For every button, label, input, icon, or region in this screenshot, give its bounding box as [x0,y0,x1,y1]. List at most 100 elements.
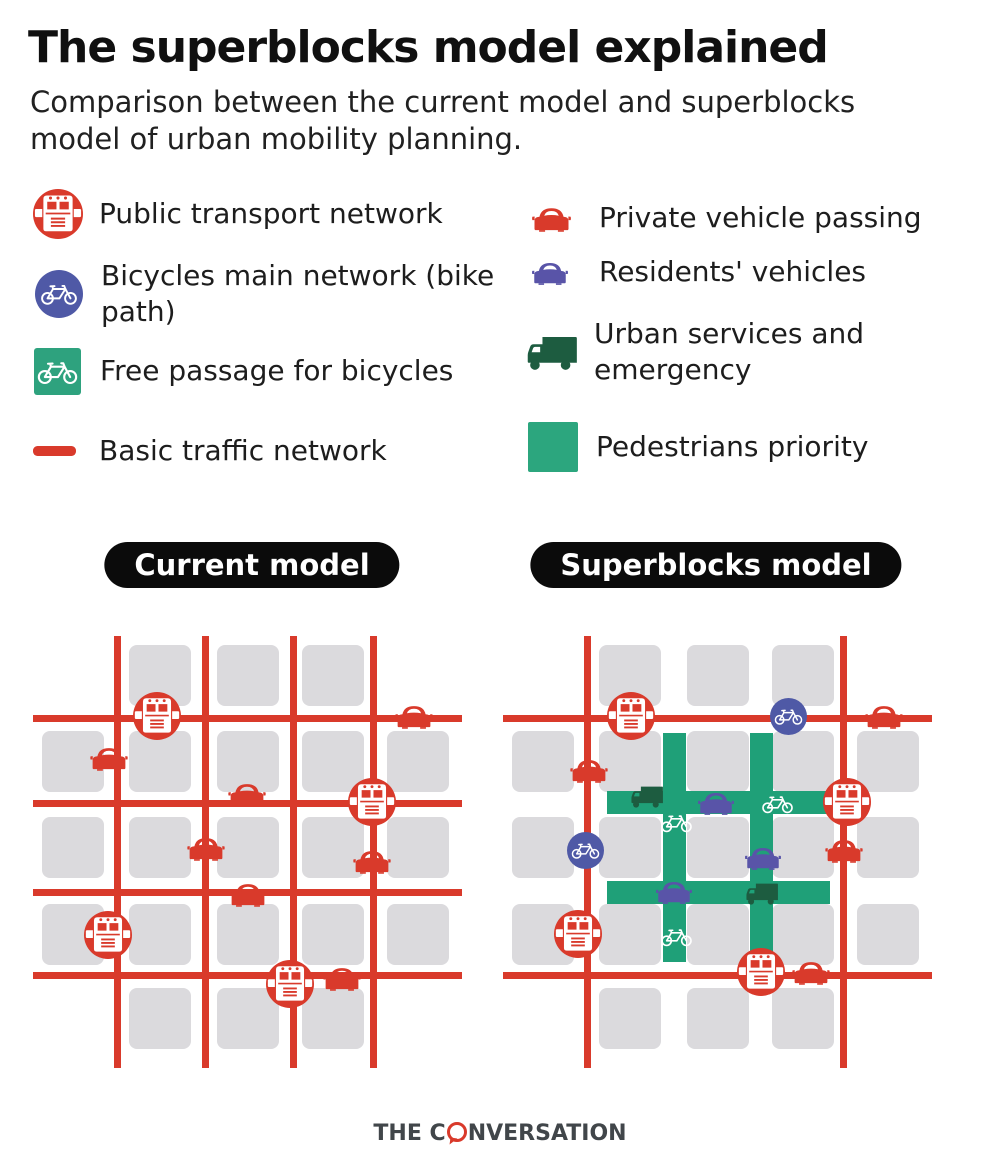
map-car-red [569,757,609,783]
traffic-road [33,971,462,979]
city-block [772,988,834,1049]
legend-label: Public transport network [99,197,443,230]
city-block [129,817,191,878]
legend-item-private-vehicle: Private vehicle passing [531,201,922,234]
car-red-icon [569,757,609,783]
city-block [687,817,749,878]
map-car-blue [655,879,693,904]
city-block [772,731,834,792]
map-bike [661,926,692,947]
traffic-road [503,714,932,722]
map-car-red [864,703,904,729]
traffic-road [33,714,462,722]
legend-label: Private vehicle passing [599,201,922,234]
legend-label: Basic traffic network [99,434,387,467]
map-bike-circle [567,832,604,869]
city-block [687,904,749,965]
map-bus [607,692,655,740]
pedestrian-priority-road [607,880,830,904]
brand-text-prefix: THE C [373,1121,446,1146]
map-bike-circle [770,698,807,735]
city-block [302,817,364,878]
truck-icon [745,881,779,906]
legend-item-pedestrians-priority: Pedestrians priority [528,421,868,473]
bus-icon [554,910,602,958]
city-block [599,731,661,792]
map-bike [661,812,692,833]
car-red-icon [864,703,904,729]
city-block [387,817,449,878]
legend-label: Pedestrians priority [596,430,869,463]
map-car-red [791,959,831,985]
bike-icon [661,812,692,833]
map-car-blue [697,790,735,815]
legend-label: Urban services and emergency [594,317,865,386]
city-block [302,988,364,1049]
car-blue-icon [697,790,735,815]
model-label-superblocks: Superblocks model [530,542,902,588]
legend-item-residents-vehicles: Residents' vehicles [531,255,867,288]
legend-item-bicycles-main-network: Bicycles main network (bike path) [35,258,501,330]
city-block [217,645,279,706]
car-red-icon [824,837,864,863]
map-bus [823,778,871,826]
city-block [302,731,364,792]
city-block [772,817,834,878]
city-block [387,731,449,792]
speech-bubble-icon [446,1122,467,1142]
city-block [302,645,364,706]
city-block [857,817,919,878]
brand-logo: THE C NVERSATION [0,1120,1000,1146]
city-block [687,988,749,1049]
bike-icon [661,926,692,947]
bus-icon [737,948,785,996]
city-block [302,904,364,965]
bus-icon [823,778,871,826]
city-block [387,904,449,965]
map-car-red [824,837,864,863]
city-block [512,817,574,878]
pedestrian-priority-road [749,733,773,962]
city-block [129,904,191,965]
bus-icon [607,692,655,740]
city-block [217,817,279,878]
page-subtitle: Comparison between the current model and… [30,85,856,156]
brand-text-suffix: NVERSATION [467,1121,627,1146]
city-block [772,904,834,965]
traffic-road [289,636,297,1068]
truck-icon [630,784,664,809]
city-block [217,904,279,965]
legend-label: Residents' vehicles [599,255,867,288]
map-truck [745,881,779,906]
bike-circle-icon [770,698,807,735]
bike-icon [762,793,793,814]
legend-item-basic-traffic: Basic traffic network [33,432,387,470]
car-blue-icon [655,879,693,904]
legend-label: Free passage for bicycles [100,354,454,387]
city-block [217,731,279,792]
city-block [599,817,661,878]
city-block [599,904,661,965]
city-block [129,731,191,792]
legend-item-free-passage-bicycles: Free passage for bicycles [34,346,453,396]
city-block [772,645,834,706]
legend-item-urban-services: Urban services and emergency [526,316,914,388]
map-truck [630,784,664,809]
city-block [42,817,104,878]
map-bus [554,910,602,958]
car-red-icon [791,959,831,985]
city-block [687,731,749,792]
traffic-road [503,971,932,979]
map-bus [737,948,785,996]
pedestrian-priority-road [662,733,686,962]
bike-circle-icon [567,832,604,869]
city-block [129,988,191,1049]
legend-label: Bicycles main network (bike path) [101,259,495,328]
traffic-road [113,636,121,1068]
legend-item-public-transport: Public transport network [33,188,443,240]
city-block [687,645,749,706]
page-title: The superblocks model explained [28,22,829,73]
